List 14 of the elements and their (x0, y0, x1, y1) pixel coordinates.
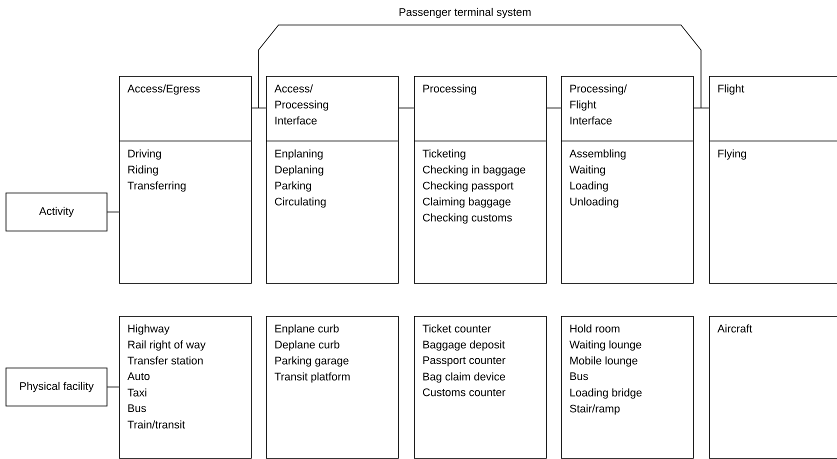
row-label-box: Activity (6, 192, 108, 232)
row-label-box: Physical facility (6, 368, 108, 406)
activity-box: Processing Ticketing Checking in baggage Checking passport Claiming baggage Checking customs (414, 76, 547, 284)
facility-box: Hold room Waiting lounge Mobile lounge Bus Loading bridge Stair/ramp (561, 316, 694, 459)
facility-box: Enplane curb Deplane curb Parking garage Transit platform (266, 316, 399, 459)
activity-box: Access/Egress Driving Riding Transferring (118, 76, 252, 284)
activity-box: Flight Flying (708, 76, 837, 284)
bracket-label: Passenger terminal system (400, 8, 531, 18)
activity-box: Access/ Processing Interface Enplaning Deplaning Parking Circulating (266, 76, 399, 284)
facility-box: Highway Rail right of way Transfer station Auto Taxi Bus Train/transit (119, 316, 252, 459)
facility-box: Aircraft (709, 316, 837, 459)
activity-box: Processing/ Flight Interface Assembling Waiting Loading Unloading (560, 76, 694, 284)
connector-line (107, 386, 120, 388)
facility-box: Ticket counter Baggage deposit Passport counter Bag claim device Customs counter (414, 316, 547, 459)
